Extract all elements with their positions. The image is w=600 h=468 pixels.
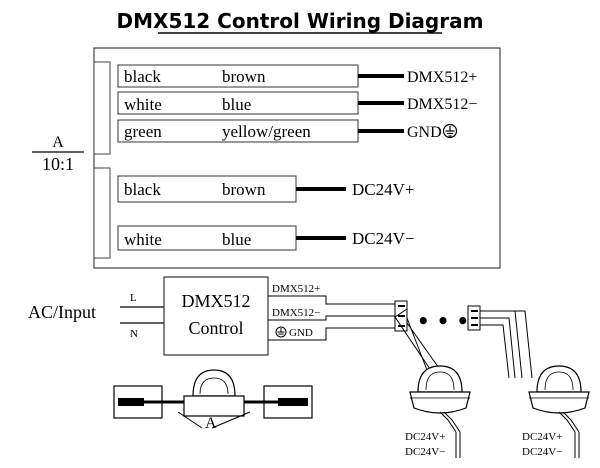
controller-out-minus-label: DMX512− [272, 307, 320, 319]
fixture-1-plus-label: DC24V+ [405, 431, 445, 443]
controller-name-line2: Control [188, 318, 243, 338]
power-wire-1-right: brown [222, 180, 266, 199]
fixture-2-minus-label: DC24V− [522, 446, 562, 458]
fixture-1-base [409, 391, 471, 414]
dmx-wire-2-right: blue [222, 95, 251, 114]
bus-cable-segments [394, 308, 533, 379]
controller-out-gnd-label: GND [289, 327, 313, 339]
controller-out-plus-label: DMX512+ [272, 283, 320, 295]
dmx-wire-2-left: white [124, 95, 162, 114]
detail-fixture-dome [192, 369, 236, 397]
power-cable-jacket [93, 167, 111, 259]
scale-label-ratio: 10:1 [42, 154, 74, 174]
scale-label-letter: A [52, 134, 64, 151]
detail-label: A [205, 415, 217, 432]
power-wire-1-signal: DC24V+ [352, 180, 414, 199]
dmx512-controller: DMX512 Control [163, 276, 269, 356]
controller-name-line1: DMX512 [181, 291, 250, 311]
ac-line-l-label: L [130, 292, 137, 304]
ac-input-label: AC/Input [28, 302, 96, 322]
fixture-2-base [528, 391, 590, 414]
fixture-1-minus-label: DC24V− [405, 446, 445, 458]
bus-connector-right [467, 305, 481, 331]
power-wire-1-left: black [124, 180, 161, 199]
dmx-wire-1-right: brown [222, 67, 266, 86]
bus-connector-left [394, 300, 408, 332]
power-wire-2: white blue DC24V− [117, 225, 414, 251]
power-wire-2-left: white [124, 230, 162, 249]
power-wire-2-body [117, 225, 297, 251]
dmx-wire-3: green yellow/green GND [117, 119, 458, 143]
fixture-2-plus-label: DC24V+ [522, 431, 562, 443]
dmx-wire-3-signal: GND [407, 124, 442, 141]
power-wire-2-right: blue [222, 230, 251, 249]
dmx-wire-1-left: black [124, 67, 161, 86]
power-wire-2-signal: DC24V− [352, 229, 414, 248]
controller-outline [163, 276, 269, 356]
connector-detail: A [113, 369, 313, 432]
detail-fixture-base [183, 395, 245, 417]
controller-output-wires [268, 295, 395, 341]
dome-fixture-2: DC24V+ DC24V− [522, 365, 590, 458]
fixture-1-dome [417, 365, 463, 393]
dmx-wire-1: black brown DMX512+ [117, 64, 477, 88]
chain-ellipsis: • • • [417, 309, 469, 333]
dmx-cable-jacket [93, 61, 111, 155]
cable-detail-box: black brown DMX512+ white blue DMX512− g… [93, 47, 501, 269]
dmx-wire-2: white blue DMX512− [117, 91, 477, 115]
diagram-title: DMX512 Control Wiring Diagram [117, 9, 484, 33]
controller-ground-icon [275, 326, 287, 338]
cable-detail-outline [93, 47, 501, 269]
dmx-wire-1-signal: DMX512+ [407, 69, 477, 86]
dome-fixture-1: DC24V+ DC24V− [405, 365, 471, 458]
fixture-2-dome [536, 365, 582, 393]
ac-line-n-label: N [130, 328, 138, 340]
ground-symbol-icon [442, 123, 458, 139]
power-wire-1: black brown DC24V+ [117, 175, 414, 203]
scale-label: A 10:1 [32, 134, 84, 174]
dmx-wire-3-left: green [124, 122, 162, 141]
dmx-wire-3-right: yellow/green [222, 122, 311, 141]
dmx-wire-2-signal: DMX512− [407, 96, 477, 113]
